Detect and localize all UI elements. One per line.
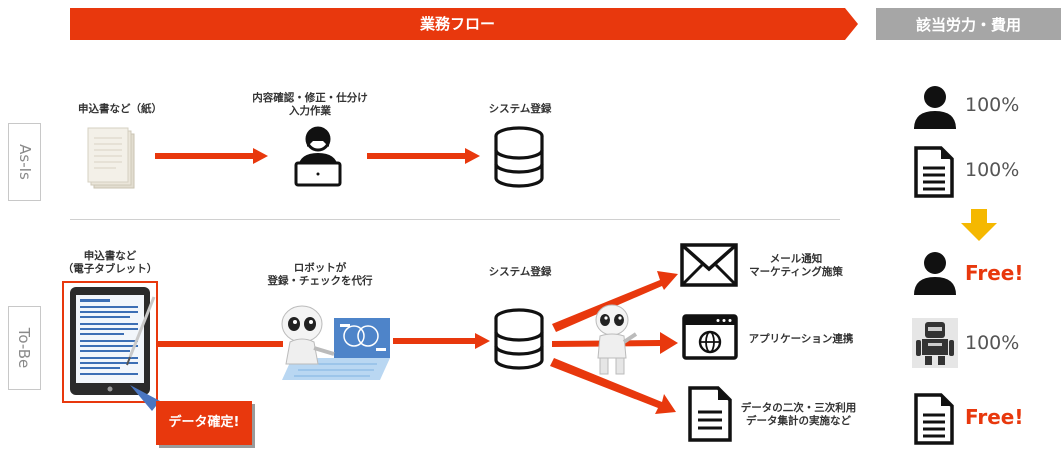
row-label-to-be-text: To-Be: [15, 327, 34, 369]
output3-label: データの二次・三次利用 データ集計の実施など: [736, 402, 861, 428]
as-is-step2-label: 内容確認・修正・仕分け 入力作業: [240, 92, 380, 118]
mail-icon: [680, 243, 738, 287]
output2-label: アプリケーション連携: [748, 333, 854, 345]
person-icon: [914, 252, 956, 295]
to-be-step2-line2: 登録・チェックを代行: [267, 275, 373, 287]
row-label-as-is-text: As-Is: [15, 144, 34, 180]
down-arrow-icon: [961, 209, 997, 241]
to-be-step2-line1: ロボットが: [293, 262, 347, 274]
output1-line2: マーケティング施策: [749, 266, 843, 278]
as-is-step1-label: 申込書など（紙）: [78, 103, 162, 115]
as-is-step3-label: システム登録: [488, 103, 552, 115]
as-is-step2-line2: 入力作業: [289, 105, 331, 117]
data-confirmed-callout: データ確定!: [156, 401, 252, 445]
output3-line2: データ集計の実施など: [746, 415, 851, 427]
row-label-to-be: To-Be: [8, 306, 41, 390]
small-robot-illustration: [595, 304, 638, 375]
document-icon: [914, 393, 954, 445]
to-be-step1-line1: 申込書など: [83, 250, 137, 262]
cost-banner-title: 該当労力・費用: [876, 8, 1061, 40]
person-icon: [914, 86, 956, 129]
laptop-worker-icon: [294, 126, 342, 187]
database-icon-to-be: [494, 308, 544, 370]
tablet-icon: [70, 287, 156, 395]
row-divider: [70, 219, 840, 220]
database-icon: [494, 126, 544, 188]
robot-operator-illustration: [281, 305, 390, 380]
output1-line1: メール通知: [769, 253, 823, 265]
arrow-as-is-2: [367, 148, 480, 164]
callout-pointer: [130, 385, 160, 411]
arrow-to-be-2: [393, 333, 490, 349]
output3-line1: データの二次・三次利用: [740, 402, 857, 414]
web-application-icon: [682, 314, 738, 360]
robot-icon: [912, 318, 958, 368]
cost-as-is-labor: 100%: [965, 94, 1020, 116]
to-be-step1-label: 申込書など （電子タブレット）: [60, 250, 160, 276]
cost-to-be-labor: Free!: [965, 261, 1024, 285]
document-icon-output: [688, 386, 732, 442]
to-be-step2-label: ロボットが 登録・チェックを代行: [250, 262, 390, 288]
as-is-step2-line1: 内容確認・修正・仕分け: [252, 92, 368, 104]
to-be-step1-line2: （電子タブレット）: [62, 263, 158, 275]
flow-banner-title: 業務フロー: [419, 15, 495, 33]
paper-stack-icon: [87, 127, 135, 189]
cost-to-be-paper: Free!: [965, 405, 1024, 429]
arrow-as-is-1: [155, 148, 268, 164]
flow-banner-shape: [70, 8, 858, 40]
cost-to-be-robot: 100%: [965, 332, 1020, 354]
to-be-step3-label: システム登録: [488, 266, 552, 278]
output1-label: メール通知 マーケティング施策: [746, 253, 846, 279]
arrow-to-be-1: [158, 341, 283, 347]
row-label-as-is: As-Is: [8, 123, 41, 201]
tablet-highlight-frame: [62, 281, 158, 403]
cost-as-is-paper: 100%: [965, 159, 1020, 181]
document-icon: [914, 146, 954, 198]
